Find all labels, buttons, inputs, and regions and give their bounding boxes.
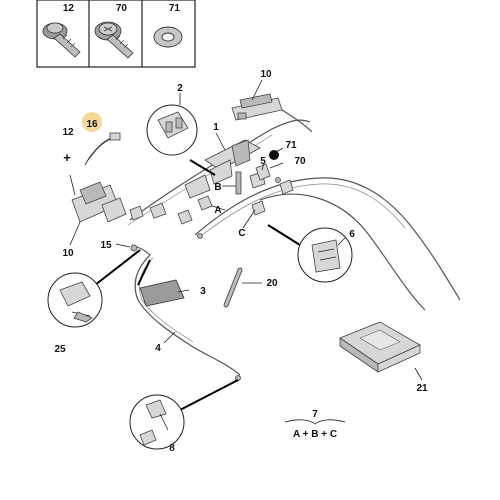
washer-icon bbox=[153, 26, 183, 48]
legend-label-71: 71 bbox=[169, 3, 181, 14]
callout-21: 21 bbox=[416, 383, 428, 394]
highlight-marker bbox=[82, 112, 102, 132]
formula-expression: A + B + C bbox=[293, 429, 337, 440]
legend-label-12: 12 bbox=[63, 3, 75, 14]
callout-15: 15 bbox=[100, 240, 112, 251]
fastener-legend: 12 70 71 bbox=[36, 0, 196, 68]
callout-5: 5 bbox=[260, 156, 266, 167]
left-hinge-assembly bbox=[69, 174, 127, 223]
callout-2: 2 bbox=[177, 83, 183, 94]
callout-20: 20 bbox=[266, 278, 278, 289]
formula-part-number: 7 bbox=[312, 409, 318, 420]
wire-part-16 bbox=[84, 132, 121, 166]
callout-70: 70 bbox=[294, 156, 306, 167]
callout-B-1: B bbox=[214, 182, 221, 193]
detail-callout-25 bbox=[47, 249, 141, 328]
callout-71: 71 bbox=[285, 140, 297, 151]
detail-callout-6 bbox=[267, 224, 353, 283]
callout-10-top: 10 bbox=[260, 69, 272, 80]
callout-1: 1 bbox=[213, 122, 219, 133]
module-part-21 bbox=[339, 321, 421, 373]
callout-4: 4 bbox=[155, 343, 161, 354]
legend-label-70: 70 bbox=[116, 3, 128, 14]
release-handle bbox=[231, 93, 313, 133]
callout-A-1: A bbox=[214, 205, 221, 216]
callout-25: 25 bbox=[54, 344, 66, 355]
leader-lines bbox=[69, 79, 423, 381]
washer-71-dot bbox=[269, 150, 279, 160]
callout-12: 12 bbox=[62, 127, 74, 138]
detail-callout-2 bbox=[146, 104, 216, 176]
plus-sign-1: + bbox=[63, 150, 71, 165]
torx-bolt-icon bbox=[94, 21, 134, 59]
callout-3: 3 bbox=[200, 286, 206, 297]
control-mechanism bbox=[184, 139, 261, 199]
callout-labels: 2 10 1 71 70 5 B A C 6 16 12 + 10 15 3 2… bbox=[54, 69, 428, 454]
flange-bolt-icon bbox=[42, 22, 81, 58]
callout-10-bottom: 10 bbox=[62, 248, 74, 259]
callout-C-1: C bbox=[238, 228, 245, 239]
callout-8: 8 bbox=[169, 443, 175, 454]
formula-7: 7 A + B + C bbox=[284, 409, 346, 440]
detail-callout-8 bbox=[129, 379, 239, 450]
pad-part-3 bbox=[139, 279, 185, 307]
callout-16: 16 bbox=[86, 119, 98, 130]
cables bbox=[127, 119, 461, 376]
callout-6: 6 bbox=[349, 229, 355, 240]
